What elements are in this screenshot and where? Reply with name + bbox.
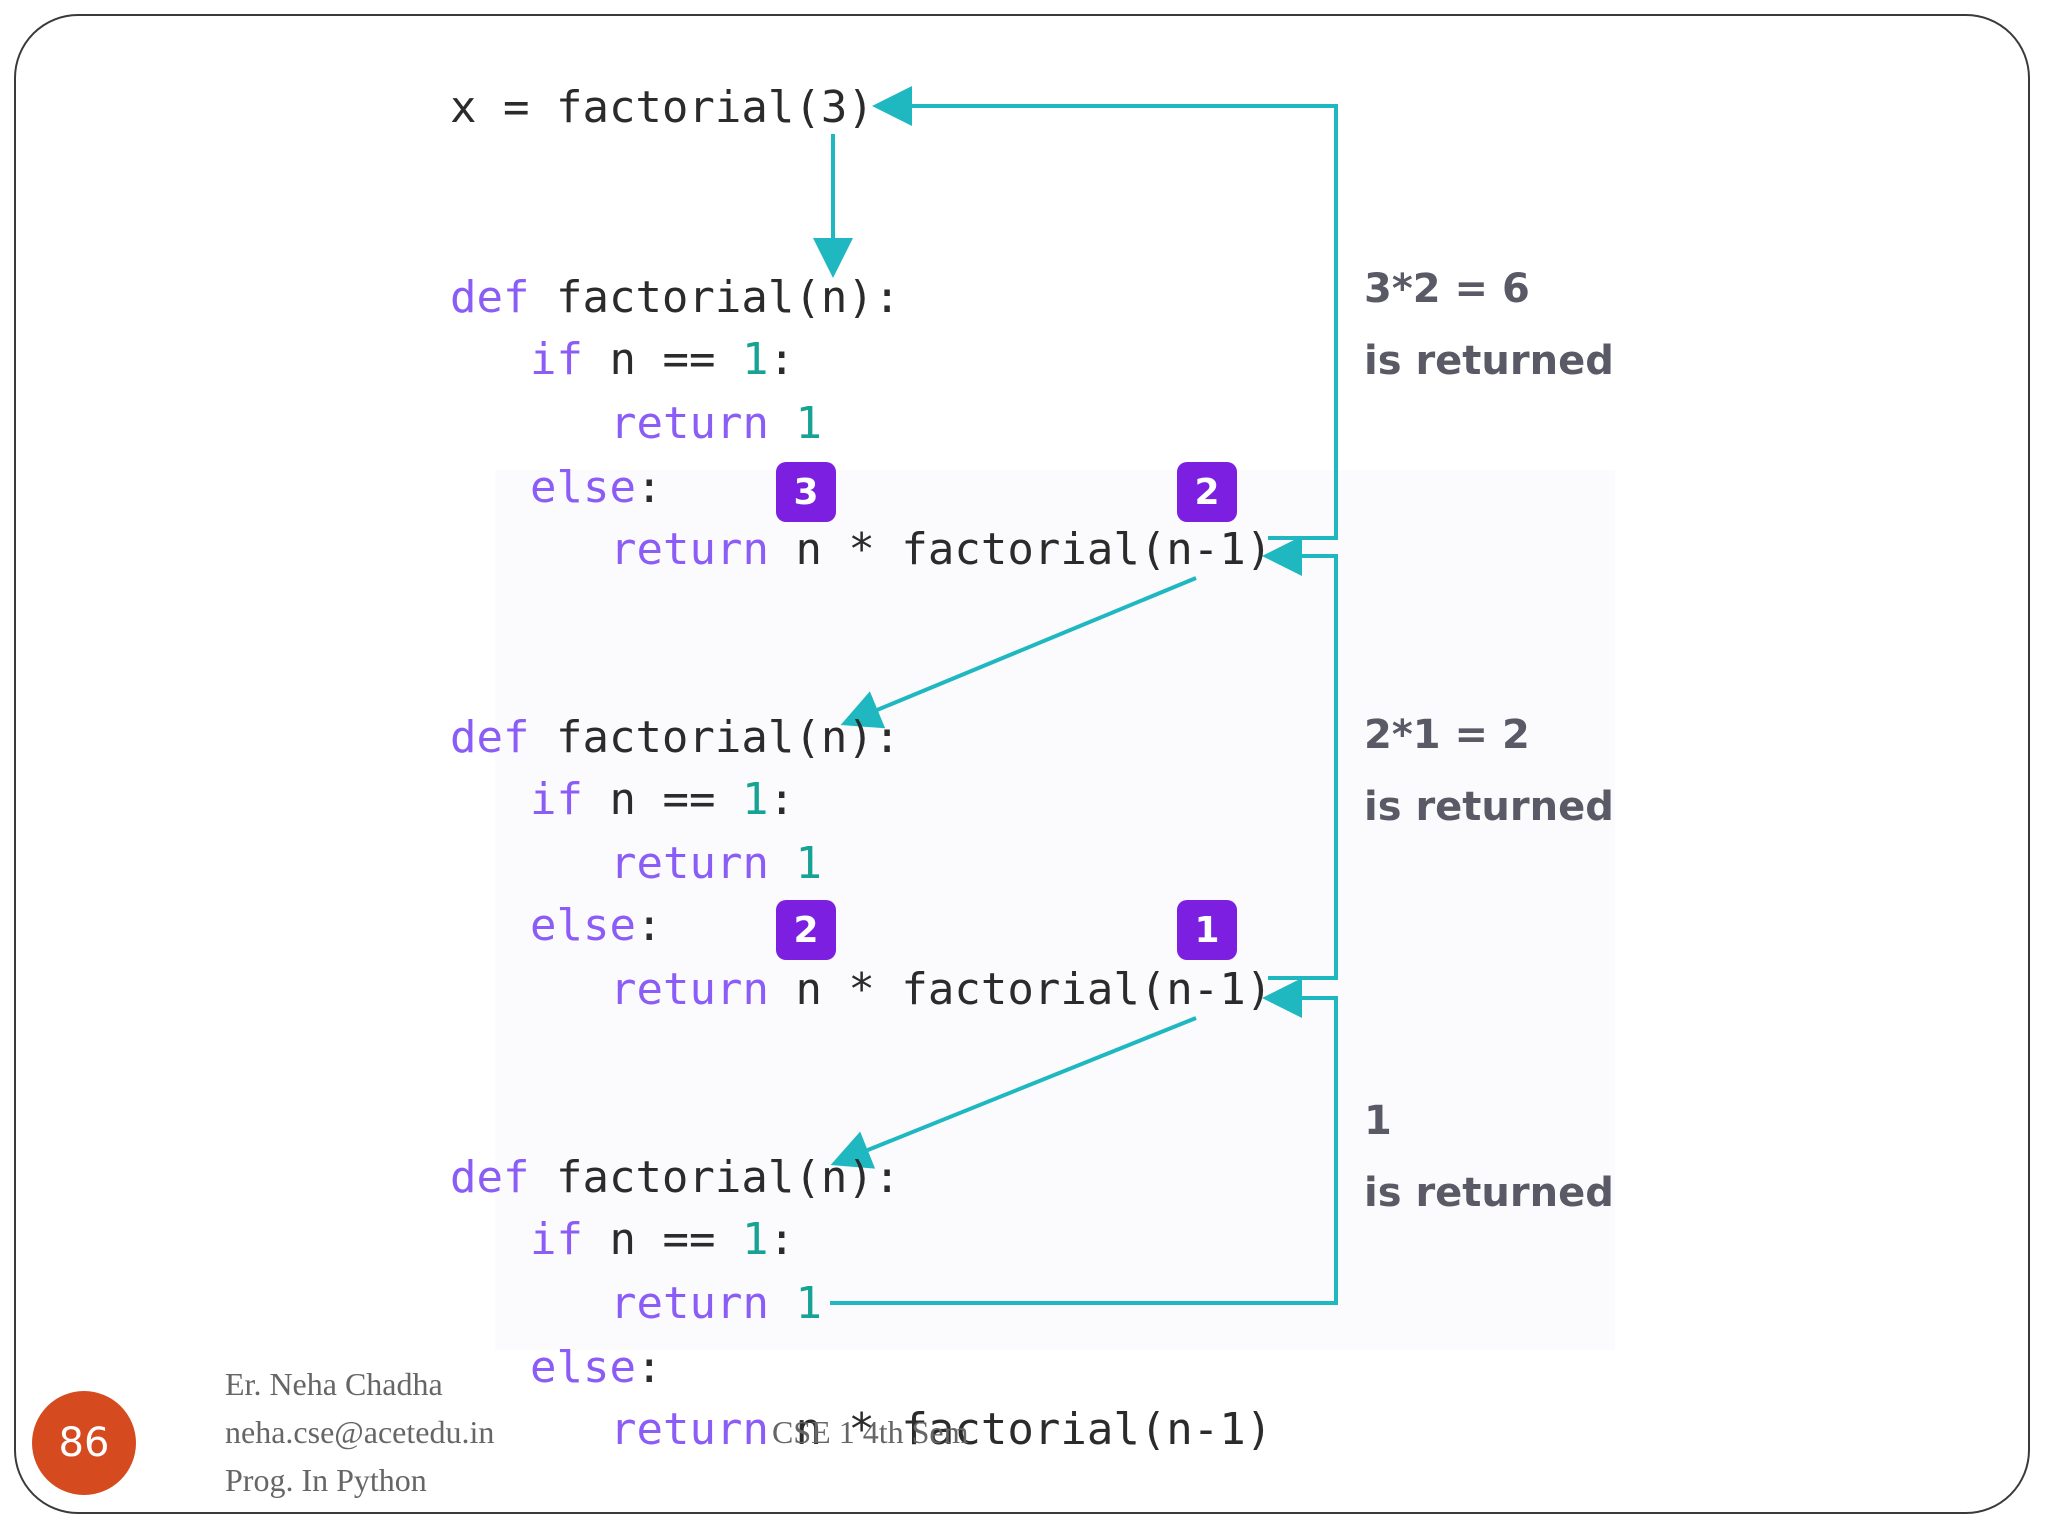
frame-3-else-line: else: (530, 1342, 663, 1393)
frame-1-if-line: if n == 1: (530, 334, 795, 385)
def-keyword: def (450, 712, 530, 763)
call-line: x = factorial(3) (450, 82, 874, 133)
frame-2-return-1-line: return 1 (610, 838, 822, 889)
return-arrow-3 (830, 978, 1338, 1305)
step-badge: 2 (1177, 462, 1237, 522)
footer-email: neha.cse@acetedu.in (225, 1414, 495, 1450)
frame-2-recursive-return-line: return n * factorial(n-1) (610, 964, 1273, 1015)
return-text-label: is returned (1364, 338, 1614, 384)
def-keyword: def (450, 1152, 530, 1203)
step-badge: 2 (776, 900, 836, 960)
frame-3-return-1-line: return 1 (610, 1278, 822, 1329)
return-arrow-2 (1262, 536, 1338, 980)
frame-1-return-1-line: return 1 (610, 398, 822, 449)
return-value-label: 3*2 = 6 (1364, 266, 1530, 312)
return-arrow-1 (872, 86, 1338, 540)
step-badge: 3 (776, 462, 836, 522)
step-badge: 1 (1177, 900, 1237, 960)
code-panel (495, 470, 1615, 1350)
footer-course: Prog. In Python (225, 1462, 427, 1498)
page-number: 86 (32, 1391, 136, 1495)
frame-1-recursive-return-line: return n * factorial(n-1) (610, 524, 1273, 575)
recurse-arrow-1 (840, 576, 1197, 729)
footer-center-text: CSE 1 4th Sem (772, 1414, 969, 1450)
frame-2-else-line: else: (530, 900, 663, 951)
return-text-label: is returned (1364, 784, 1614, 830)
frame-1-else-line: else: (530, 462, 663, 513)
frame-3-def-line: def factorial(n): (450, 1152, 901, 1203)
return-text-label: is returned (1364, 1170, 1614, 1216)
frame-3-if-line: if n == 1: (530, 1214, 795, 1265)
frame-2-def-line: def factorial(n): (450, 712, 901, 763)
return-value-label: 1 (1364, 1098, 1392, 1144)
frame-1-def-line: def factorial(n): (450, 272, 901, 323)
footer-author: Er. Neha Chadha (225, 1366, 443, 1402)
def-keyword: def (450, 272, 530, 323)
return-value-label: 2*1 = 2 (1364, 712, 1530, 758)
frame-2-if-line: if n == 1: (530, 774, 795, 825)
recurse-arrow-2 (830, 1016, 1197, 1169)
frame-3-recursive-return-line: return n * factorial(n-1) (610, 1404, 1273, 1455)
